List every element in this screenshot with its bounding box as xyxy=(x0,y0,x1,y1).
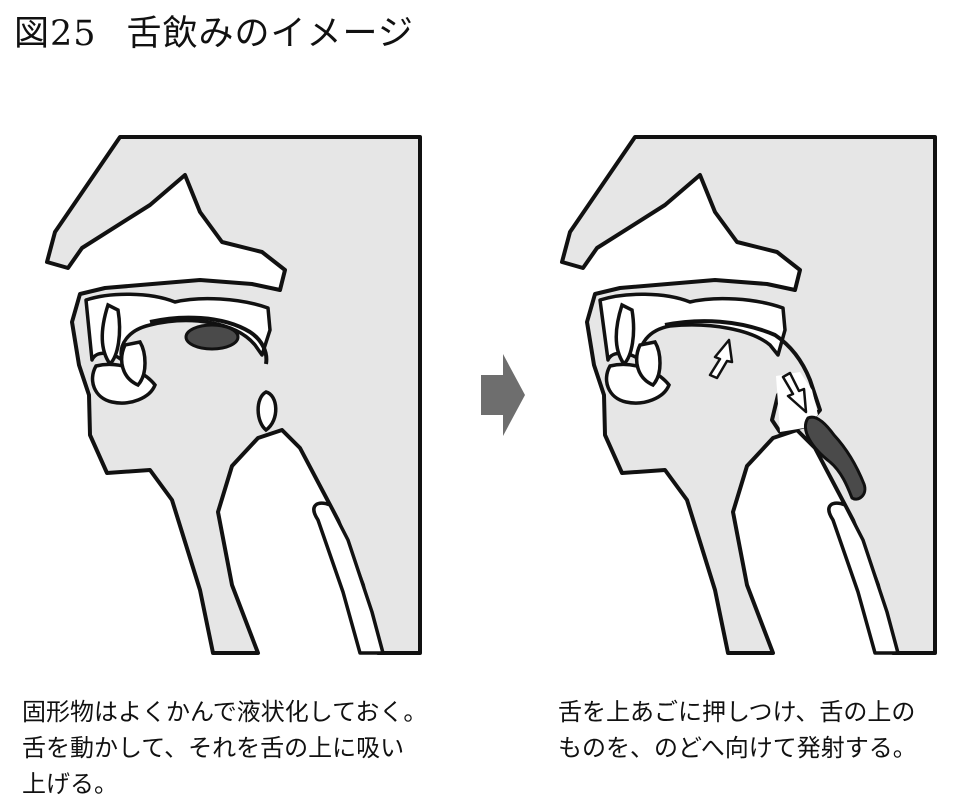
left-head-diagram xyxy=(45,135,422,655)
left-bolus xyxy=(184,323,240,351)
transition-arrow xyxy=(481,354,525,436)
caption-left-line: 上げる。 xyxy=(22,770,118,798)
push-up-arrow-icon xyxy=(708,338,734,380)
figure-title: 図25 舌飲みのイメージ xyxy=(14,10,414,58)
caption-right: 舌を上あごに押しつけ、舌の上の ものを、のどへ向けて発射する。 xyxy=(558,694,917,766)
caption-left-line: 固形物はよくかんで液状化しておく。 xyxy=(22,698,428,726)
right-bolus xyxy=(804,415,867,501)
figure-title-text: 舌飲みのイメージ xyxy=(126,14,414,54)
push-down-arrow-icon xyxy=(781,371,808,414)
caption-left: 固形物はよくかんで液状化しておく。 舌を動かして、それを舌の上に吸い 上げる。 xyxy=(22,694,427,802)
caption-right-line: ものを、のどへ向けて発射する。 xyxy=(558,734,917,762)
figure-number: 図25 xyxy=(14,14,97,54)
caption-right-line: 舌を上あごに押しつけ、舌の上の xyxy=(558,698,916,726)
caption-left-line: 舌を動かして、それを舌の上に吸い xyxy=(22,734,405,762)
right-head-diagram xyxy=(560,135,937,655)
